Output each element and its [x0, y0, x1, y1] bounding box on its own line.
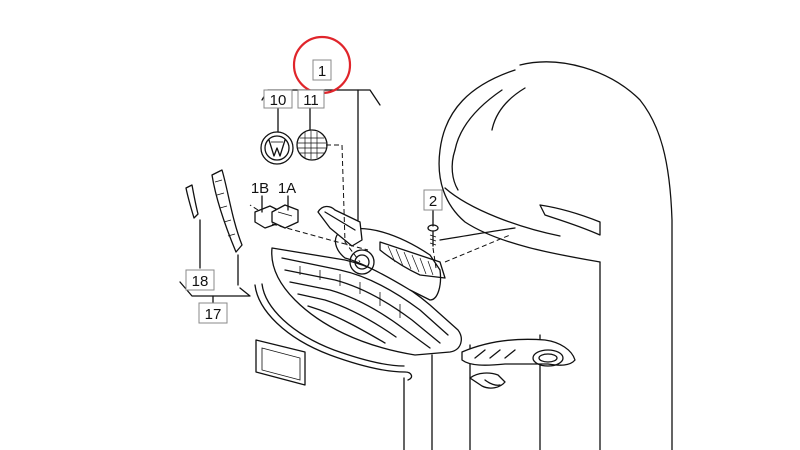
- callout-1a: 1A: [278, 180, 296, 197]
- callout-10: 10: [263, 89, 293, 109]
- lower-grille: [271, 247, 462, 356]
- callout-17-text: 17: [205, 306, 222, 323]
- callout-1: 1: [312, 59, 332, 81]
- callout-18-text: 18: [192, 273, 209, 290]
- license-plate-bracket: [255, 339, 306, 386]
- callout-1a-text: 1A: [278, 180, 296, 197]
- emblem-mesh: [296, 129, 328, 161]
- grille-hatching: [387, 245, 434, 276]
- callout-1b: 1B: [251, 180, 269, 197]
- clip-1a: [271, 204, 299, 229]
- car-body-outline: [438, 61, 673, 450]
- lower-trim-strip: [254, 283, 413, 381]
- side-strip-18: [185, 184, 199, 219]
- upper-trim-piece: [317, 205, 363, 247]
- callout-10-text: 10: [270, 92, 287, 109]
- callout-2: 2: [423, 189, 443, 211]
- upper-grille: [334, 227, 446, 301]
- screw-bolt: [427, 224, 439, 247]
- callout-2-text: 2: [429, 193, 437, 210]
- side-strip-17: [211, 169, 243, 253]
- callout-18: 18: [185, 269, 215, 291]
- callout-11: 11: [297, 89, 325, 109]
- callout-11-text: 11: [303, 92, 319, 109]
- fog-light-trim: [461, 338, 576, 389]
- callout-1-text: 1: [318, 63, 326, 80]
- vw-emblem: [260, 131, 294, 165]
- callout-17: 17: [198, 302, 228, 324]
- callout-1b-text: 1B: [251, 180, 269, 197]
